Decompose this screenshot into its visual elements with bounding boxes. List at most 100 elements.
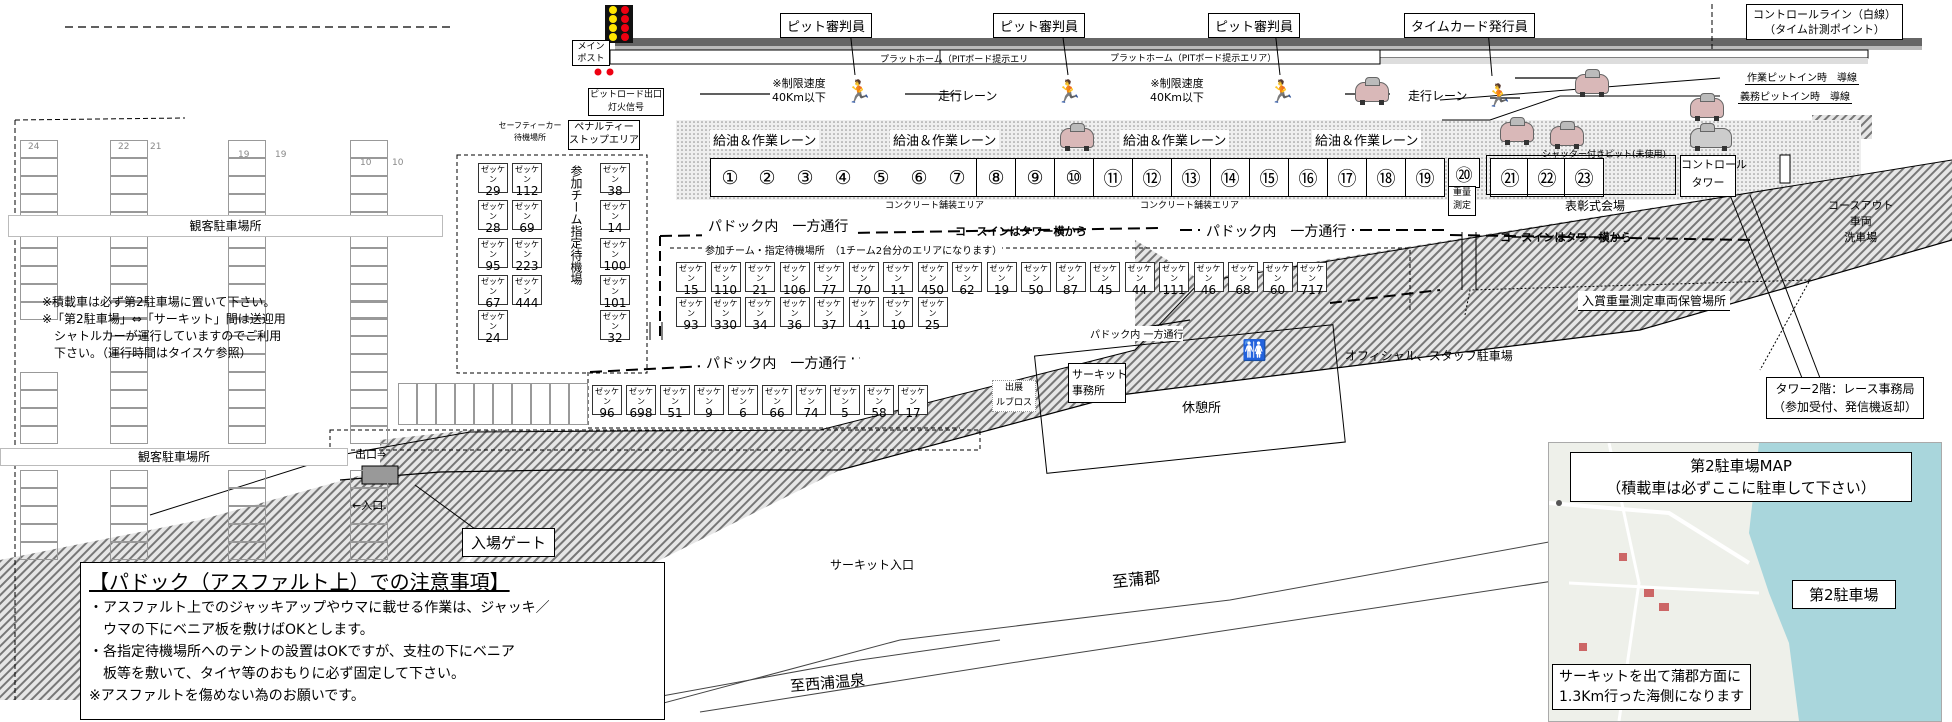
zekken-label: ゼッケン — [603, 165, 627, 184]
parking-space — [350, 300, 388, 318]
parking-number: 24 — [28, 142, 40, 152]
parking-number: 10 — [360, 158, 372, 168]
zekken-label: ゼッケン — [817, 299, 841, 318]
parking-space — [228, 542, 266, 560]
exit-label: 出口⇒ — [355, 448, 387, 461]
parking-space — [110, 372, 148, 390]
zekken-label: ゼッケン — [748, 299, 772, 318]
zekken-number: 68 — [1235, 283, 1251, 297]
parking-space — [350, 266, 388, 284]
parking-space — [20, 372, 58, 390]
zekken-label: ゼッケン — [713, 264, 738, 283]
parking-space — [20, 194, 58, 212]
zekken-label: ゼッケン — [1058, 264, 1083, 283]
parking-space — [228, 470, 266, 488]
zekken-label: ゼッケン — [867, 387, 891, 406]
zekken-label: ゼッケン — [765, 387, 789, 406]
control-tower: コントロール タワー — [1680, 155, 1747, 197]
car-icon — [1575, 69, 1609, 97]
zekken-number: 14 — [607, 221, 623, 235]
parking-space — [110, 408, 148, 426]
parking-space — [20, 284, 58, 302]
lot2-title-sub: （積載車は必ずここに駐車して下さい） — [1606, 479, 1876, 497]
parking-space — [474, 383, 493, 425]
parking-space — [228, 354, 266, 372]
zekken-label: ゼッケン — [782, 299, 807, 318]
parking-space — [455, 383, 474, 425]
zekken-label: ゼッケン — [817, 264, 841, 283]
zekken-label: ゼッケン — [713, 299, 738, 318]
zekken-number: 106 — [783, 283, 806, 297]
parking-space — [350, 372, 388, 390]
parking-space — [228, 506, 266, 524]
lot2-title: 第2駐車場MAP （積載車は必ずここに駐車して下さい） — [1570, 452, 1912, 502]
parking-space — [20, 488, 58, 506]
pit-4: ④ — [824, 158, 863, 197]
caution-title: 【パドック（アスファルト上）での注意事項】 — [89, 570, 510, 594]
zekken-label: ゼッケン — [679, 299, 703, 318]
circuit-entrance: サーキット入口 — [830, 558, 915, 572]
parking-space — [110, 390, 148, 408]
parking-space — [110, 524, 148, 542]
impound-label: 入賞重量測定車両保管場所 — [1578, 291, 1731, 311]
pit-judge-label-2: ピット審判員 — [993, 13, 1086, 38]
zekken-label: ゼッケン — [481, 202, 505, 221]
zekken-label: ゼッケン — [1231, 264, 1255, 283]
parking-space — [228, 336, 266, 354]
zekken-label: ゼッケン — [1300, 264, 1324, 283]
speed-limit-2: ※制限速度 40Km以下 — [1150, 77, 1204, 104]
zekken-number: 66 — [769, 406, 785, 420]
pit-22: ㉒ — [1527, 158, 1567, 197]
pit-2: ② — [748, 158, 787, 197]
parking-space — [20, 542, 58, 560]
parking-space — [228, 300, 266, 318]
concrete-area-2: コンクリート舗装エリア — [1140, 201, 1240, 211]
zekken-number: 28 — [485, 221, 501, 235]
zekken-label: ゼッケン — [1162, 264, 1186, 283]
pit-6: ⑥ — [900, 158, 939, 197]
shutter-label: シャッター付きピット(未使用) — [1542, 150, 1667, 160]
weigh-station: 重量 測定 — [1448, 186, 1476, 216]
parking-space — [20, 158, 58, 176]
lot2-label: 第2駐車場 — [1792, 580, 1896, 609]
parking-space — [350, 506, 388, 524]
zekken-label: ゼッケン — [515, 277, 539, 296]
pit-23: ㉓ — [1564, 158, 1604, 197]
zekken-number: 5 — [841, 406, 849, 420]
fuel-lane-2: 給油＆作業レーン — [890, 130, 1000, 149]
parking-space — [228, 284, 266, 302]
pit-17: ⑰ — [1328, 158, 1367, 197]
parking-space — [20, 302, 58, 320]
parking-space — [350, 194, 388, 212]
zekken-number: 74 — [803, 406, 819, 420]
penalty-area: ペナルティー ストップエリア — [568, 120, 640, 150]
parking-space — [110, 300, 148, 318]
paddock-oneway-1: パドック内 一方通行 — [702, 215, 855, 237]
pit-9: ⑨ — [1016, 158, 1055, 197]
parking-number: 19 — [238, 150, 250, 160]
zekken-label: ゼッケン — [1024, 264, 1048, 283]
zekken-number: 29 — [485, 184, 501, 198]
car-icon — [1690, 93, 1724, 121]
car-icon — [1060, 123, 1094, 151]
parking-space — [436, 383, 455, 425]
lot2-note: サーキットを出て蒲郡方面に 1.3Km行った海側になります — [1552, 664, 1752, 710]
zekken-label: ゼッケン — [886, 264, 910, 283]
entrance-label: ←入口. — [352, 499, 387, 512]
zekken-label: ゼッケン — [886, 299, 910, 318]
zekken-number: 25 — [924, 318, 941, 332]
